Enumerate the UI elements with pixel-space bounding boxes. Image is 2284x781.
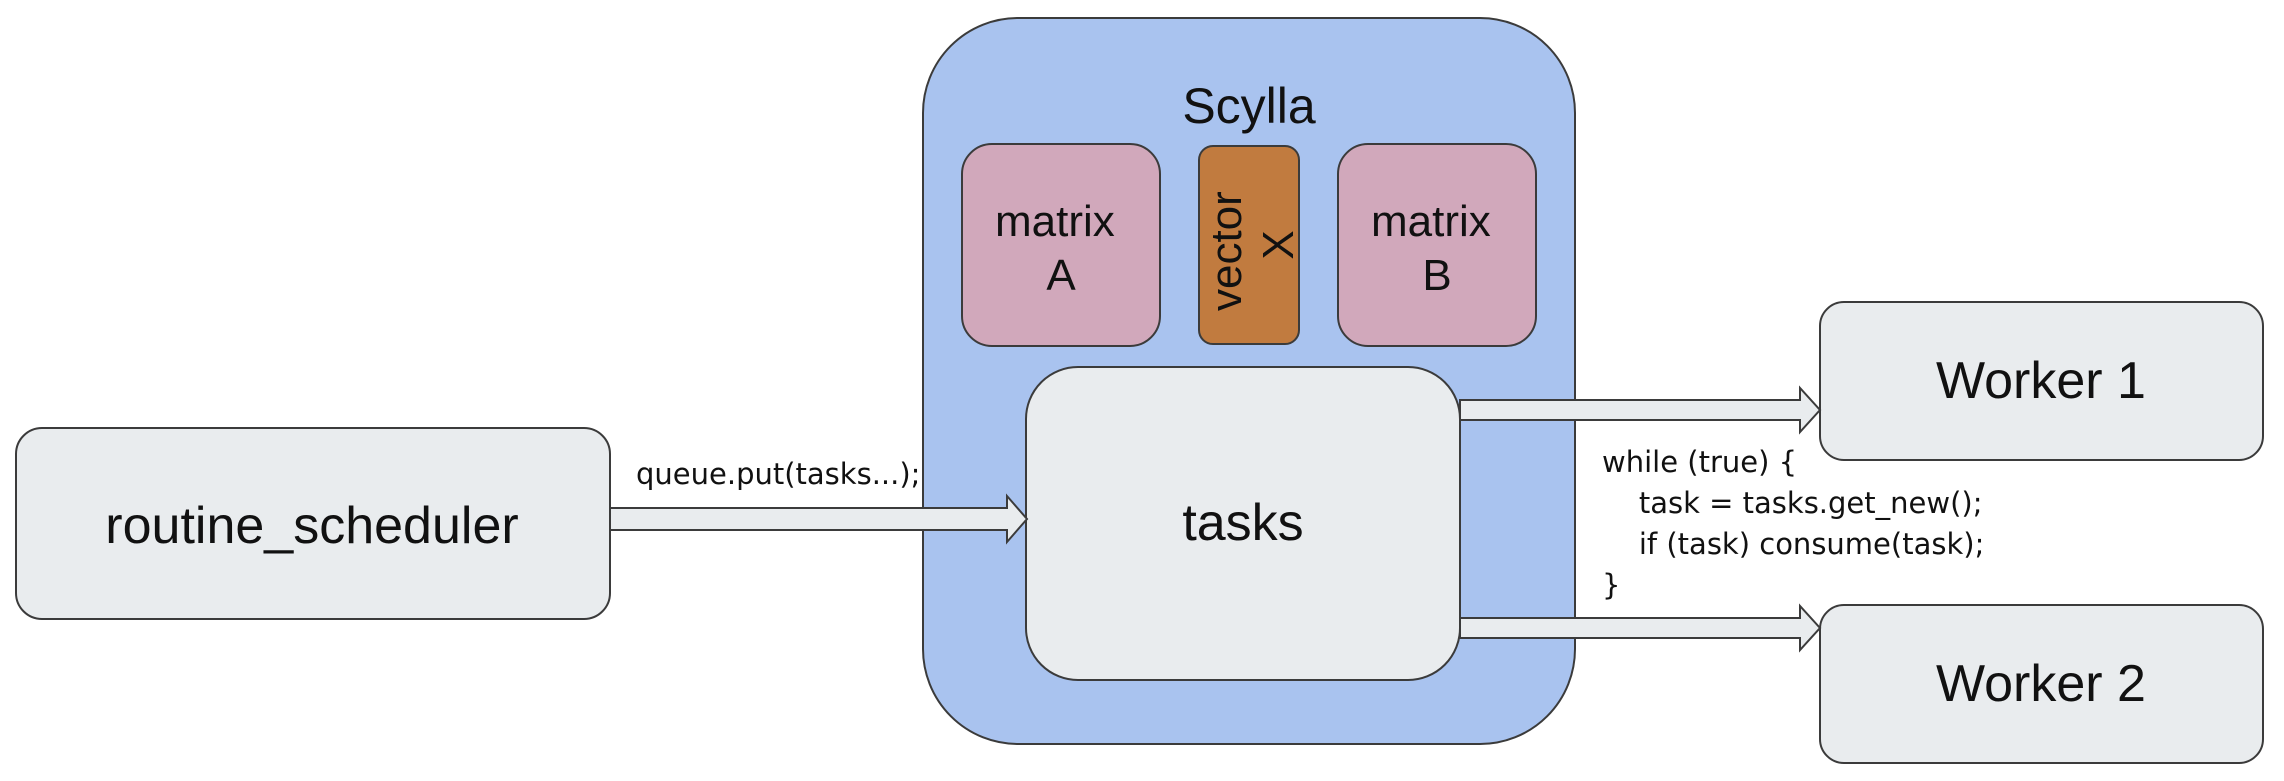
tasks-box — [1025, 366, 1461, 681]
code-line-2: task = tasks.get_new(); — [1602, 486, 1982, 520]
routine-scheduler-label: routine_scheduler — [105, 497, 518, 555]
matrix-b-line2: B — [1422, 251, 1451, 300]
code-line-1: while (true) { — [1602, 445, 1797, 479]
queue-put-label: queue.put(tasks...); — [636, 457, 920, 491]
arrow-scheduler-to-tasks — [609, 493, 1029, 545]
vector-x-line2: X — [1254, 230, 1303, 259]
scylla-title: Scylla — [1182, 78, 1316, 134]
tasks-label: tasks — [1182, 494, 1303, 552]
worker-2-box — [1819, 604, 2264, 764]
arrow-tasks-to-worker-2 — [1459, 603, 1822, 653]
matrix-b-line1: matrix — [1371, 197, 1491, 246]
vector-x-label: vector X — [1202, 179, 1303, 311]
worker-loop-code: while (true) { task = tasks.get_new(); i… — [1602, 445, 2030, 602]
matrix-a-label: matrix A — [995, 197, 1127, 300]
matrix-a-block — [961, 143, 1161, 347]
code-line-4: } — [1602, 568, 1620, 602]
matrix-a-line2: A — [1046, 251, 1076, 300]
worker-2-label: Worker 2 — [1936, 655, 2146, 713]
vector-x-line1: vector — [1202, 191, 1251, 311]
code-line-3: if (task) consume(task); — [1602, 527, 1984, 561]
arrow-tasks-to-worker-1 — [1459, 385, 1822, 435]
matrix-a-line1: matrix — [995, 197, 1115, 246]
matrix-b-label: matrix B — [1371, 197, 1503, 300]
matrix-b-block — [1337, 143, 1537, 347]
vector-x-block — [1198, 145, 1300, 345]
worker-1-box — [1819, 301, 2264, 461]
worker-1-label: Worker 1 — [1936, 352, 2146, 410]
